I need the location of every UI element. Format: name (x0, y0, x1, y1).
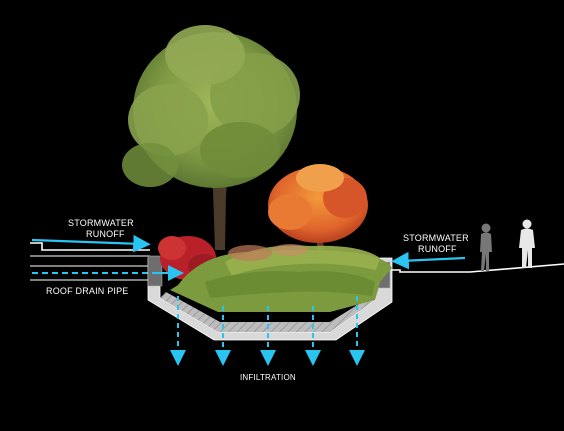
basin-section (147, 255, 393, 341)
stormwater-runoff-left-label-line2: RUNOFF (86, 229, 125, 239)
infiltration-arrows (170, 296, 365, 366)
roof-drain-pipe (30, 265, 150, 281)
ground-line-right (388, 263, 564, 273)
water-arrow-icon (391, 251, 466, 270)
canopy-tree (122, 25, 300, 250)
stormwater-runoff-right-label-line1: STORMWATER (403, 233, 469, 243)
autumn-tree (268, 164, 368, 258)
ground-line-left (30, 242, 150, 257)
stormwater-runoff-left-label-line1: STORMWATER (68, 218, 134, 228)
infiltration-label: INFILTRATION (240, 373, 296, 382)
water-arrow-icon (31, 234, 151, 253)
person-silhouette-icon (519, 219, 535, 268)
stormwater-runoff-right-label-line2: RUNOFF (418, 244, 457, 254)
person-silhouette-icon (480, 223, 492, 271)
roof-drain-pipe-label: ROOF DRAIN PIPE (46, 286, 129, 296)
planting-mound (170, 244, 392, 312)
